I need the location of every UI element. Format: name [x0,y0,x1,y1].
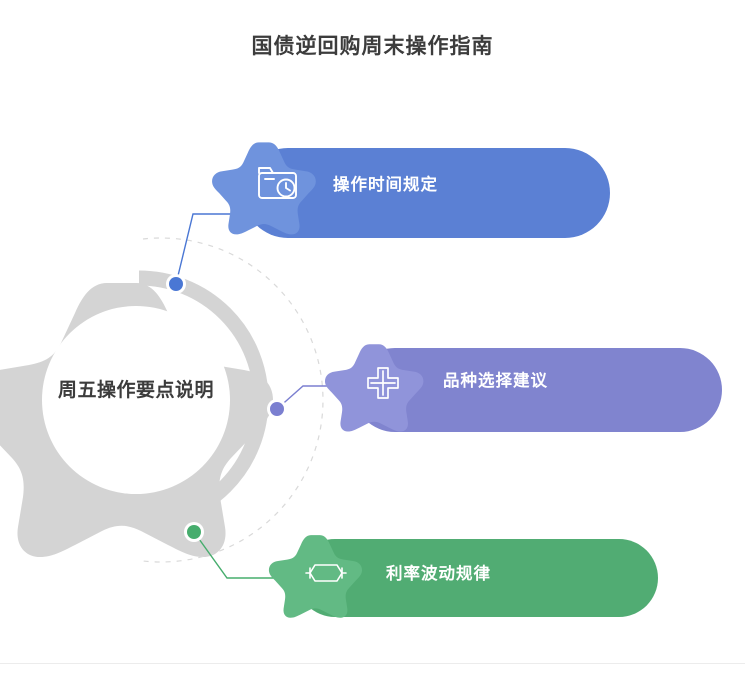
ring-node-dot-1[interactable] [270,402,284,416]
card-label-operation-time-rules: 操作时间规定 [333,176,438,194]
card-rate-fluctuation-pattern[interactable] [268,535,658,618]
folder-clock-icon [258,167,297,199]
hub-ring [138,270,269,530]
card-label-rate-fluctuation-pattern: 利率波动规律 [386,565,491,583]
connector-product-selection-advice [276,385,330,410]
hub-star [0,283,273,557]
card-pill-1[interactable] [353,348,722,432]
card-pill-0[interactable] [243,148,610,238]
ring-node-rate-fluctuation-pattern[interactable] [184,522,204,542]
cross-plus-icon [367,367,399,399]
ring-node-operation-time-rules[interactable] [166,274,186,294]
connector-operation-time-rules [175,213,233,285]
ring-node-dot-0[interactable] [169,277,183,291]
hub-ring-arc [138,270,269,530]
hub-inner-disc [42,306,230,494]
card-product-selection-advice[interactable] [324,344,722,432]
connector-line-2 [193,531,284,579]
ring-node-product-selection-advice[interactable] [267,399,287,419]
card-pill-2[interactable] [296,539,658,617]
connector-line-0 [175,213,233,285]
connector-rate-fluctuation-pattern [193,531,284,579]
page-title: 国债逆回购周末操作指南 [251,35,494,58]
bottom-divider [0,663,745,664]
card-label-product-selection-advice: 品种选择建议 [443,372,548,390]
connector-line-1 [276,385,330,410]
capsule-bracket-icon [305,564,347,582]
card-operation-time-rules[interactable] [212,142,610,238]
hub-label: 周五操作要点说明 [57,380,214,401]
ring-node-dot-2[interactable] [187,525,201,539]
